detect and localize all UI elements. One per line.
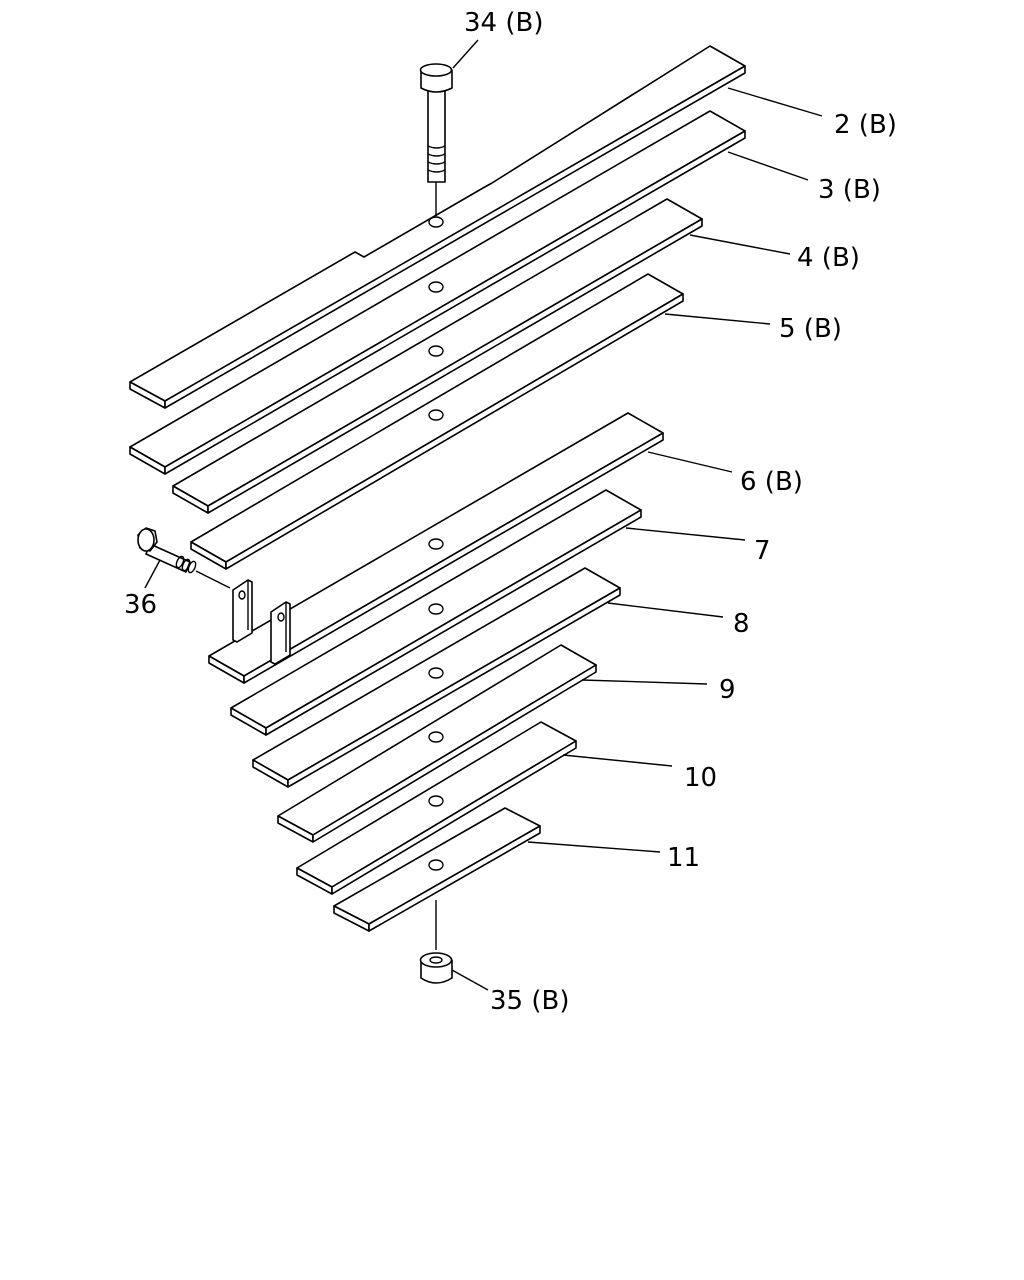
leaf-8 xyxy=(252,567,621,788)
leader-36 xyxy=(144,559,161,589)
labels: 34 (B) 2 (B) 3 (B) 4 (B) 5 (B) 6 (B) 7 8… xyxy=(124,8,897,1016)
label-2: 2 (B) xyxy=(834,110,897,140)
leaf-10 xyxy=(296,721,577,895)
leader-11 xyxy=(527,841,661,853)
leaf-2 xyxy=(129,45,746,409)
leader-8 xyxy=(607,602,724,618)
label-36: 36 xyxy=(124,590,157,620)
leaf-9 xyxy=(277,644,597,843)
center-bolt xyxy=(419,63,453,216)
label-8: 8 xyxy=(733,609,750,639)
label-9: 9 xyxy=(719,675,736,705)
leaf-11 xyxy=(333,807,541,932)
leader-34 xyxy=(452,39,479,69)
leader-9 xyxy=(581,679,708,685)
rebound-clip xyxy=(270,601,291,665)
leader-10 xyxy=(562,754,673,767)
leaf-4 xyxy=(172,198,703,514)
clip-bolt xyxy=(137,527,231,589)
leader-7 xyxy=(625,527,746,541)
leader-35 xyxy=(451,969,489,991)
label-34: 34 (B) xyxy=(464,8,543,38)
label-5: 5 (B) xyxy=(779,314,842,344)
leader-2 xyxy=(727,87,823,117)
nut xyxy=(419,900,453,984)
label-7: 7 xyxy=(754,536,771,566)
leader-4 xyxy=(689,234,791,255)
leader-5 xyxy=(664,313,771,325)
leader-6 xyxy=(647,451,733,473)
label-6: 6 (B) xyxy=(740,467,803,497)
leaf-6 xyxy=(208,412,664,684)
label-10: 10 xyxy=(684,763,717,793)
leaf-5 xyxy=(190,273,684,570)
label-11: 11 xyxy=(667,843,700,873)
leader-lines xyxy=(144,39,823,991)
label-35: 35 (B) xyxy=(490,986,569,1016)
label-4: 4 (B) xyxy=(797,243,860,273)
leader-3 xyxy=(727,151,809,181)
leaf-3 xyxy=(129,110,746,475)
rebound-clip xyxy=(232,579,253,643)
leaf-7 xyxy=(230,489,642,736)
label-3: 3 (B) xyxy=(818,175,881,205)
